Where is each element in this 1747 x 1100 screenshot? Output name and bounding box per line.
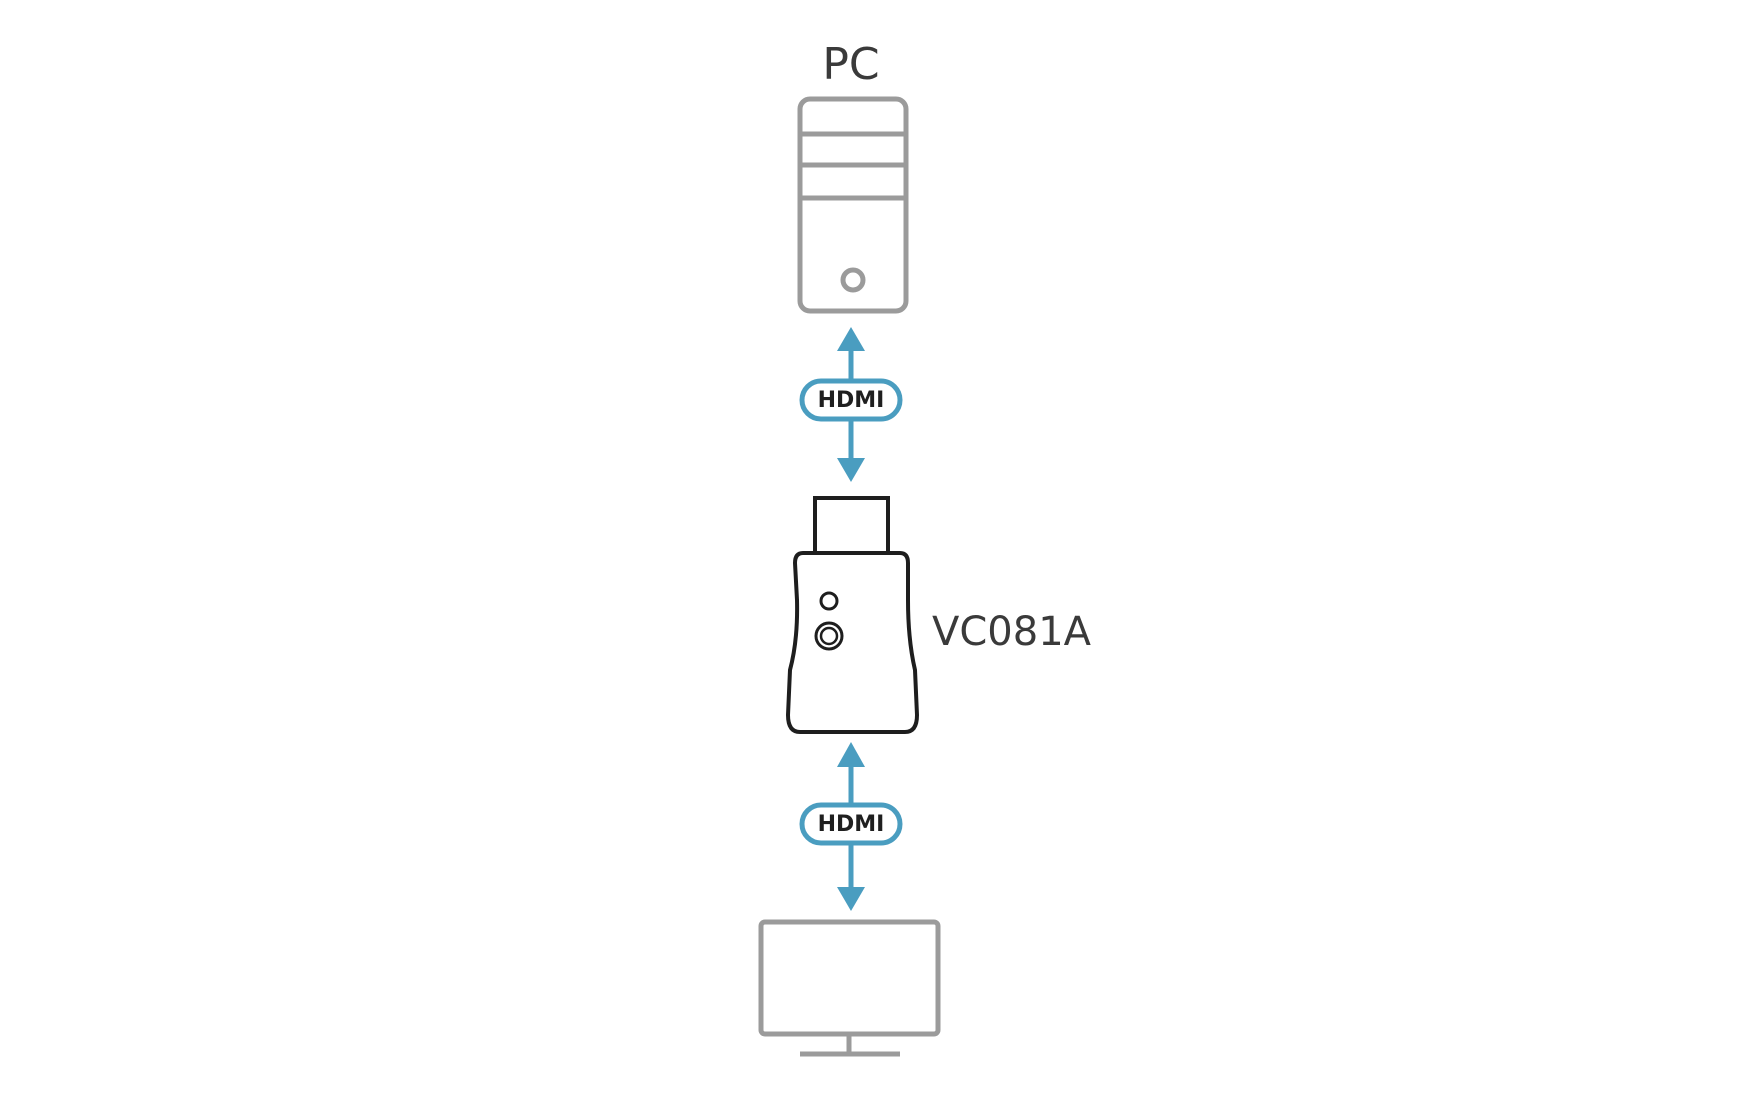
lower-hdmi-connection: HDMI — [799, 742, 903, 911]
pc-label: PC — [822, 39, 879, 90]
pc-tower-icon — [797, 96, 909, 314]
down-arrow-icon — [837, 887, 865, 911]
led-indicator-icon — [819, 591, 839, 611]
down-arrow-icon — [837, 458, 865, 482]
up-arrow-icon — [837, 742, 865, 767]
upper-hdmi-label: HDMI — [818, 388, 885, 413]
hdmi-adapter-icon — [785, 496, 920, 734]
hdmi-plug-tip — [813, 496, 890, 555]
button-inner-icon — [819, 626, 839, 646]
monitor-icon — [758, 919, 941, 1057]
upper-hdmi-connection: HDMI — [799, 327, 903, 482]
button-outer-icon — [814, 621, 844, 651]
adapter-body — [785, 551, 920, 734]
up-arrow-icon — [837, 327, 865, 351]
device-label: VC081A — [932, 609, 1092, 655]
lower-hdmi-label: HDMI — [818, 812, 885, 837]
